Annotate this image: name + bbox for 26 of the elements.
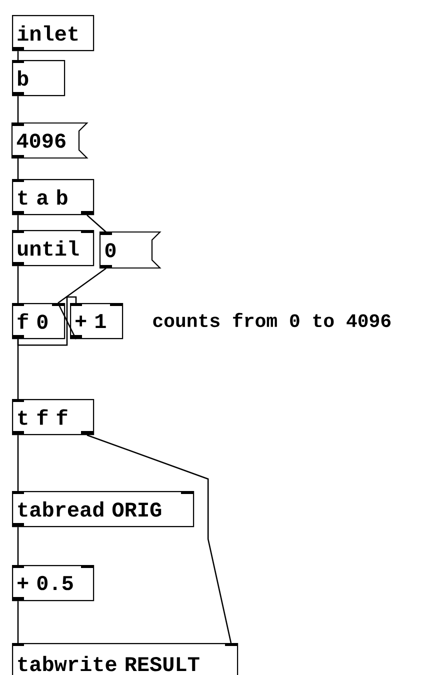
object-box: inlet bbox=[12, 15, 94, 52]
object-box: + 1 bbox=[70, 303, 124, 340]
object-box: until bbox=[12, 230, 94, 266]
patch-cord bbox=[86, 214, 106, 232]
message-box: 4096 bbox=[11, 122, 88, 159]
patch-cord bbox=[17, 339, 19, 399]
patch-cord bbox=[17, 435, 19, 491]
object-box: f 0 bbox=[12, 303, 66, 340]
patch-cord bbox=[58, 268, 106, 304]
object-box: + 0.5 bbox=[12, 565, 94, 602]
patch-cord bbox=[17, 51, 19, 60]
object-box: t a b bbox=[12, 179, 94, 216]
comment-text: counts from 0 to 4096 bbox=[153, 312, 391, 328]
patch-cord bbox=[17, 527, 19, 565]
patch-cord bbox=[86, 434, 232, 644]
patch-cord bbox=[17, 215, 19, 230]
object-box: t f f bbox=[12, 399, 94, 436]
message-box: 0 bbox=[99, 231, 162, 269]
object-box: tabread ORIG bbox=[12, 491, 194, 528]
patch-cord bbox=[17, 158, 19, 179]
patch-cord bbox=[17, 96, 19, 123]
patch-cord bbox=[17, 601, 19, 643]
object-box: tabwrite RESULT bbox=[12, 643, 238, 675]
patch-cord bbox=[17, 266, 19, 303]
object-box: b bbox=[12, 60, 66, 96]
patch-cord bbox=[17, 296, 77, 346]
